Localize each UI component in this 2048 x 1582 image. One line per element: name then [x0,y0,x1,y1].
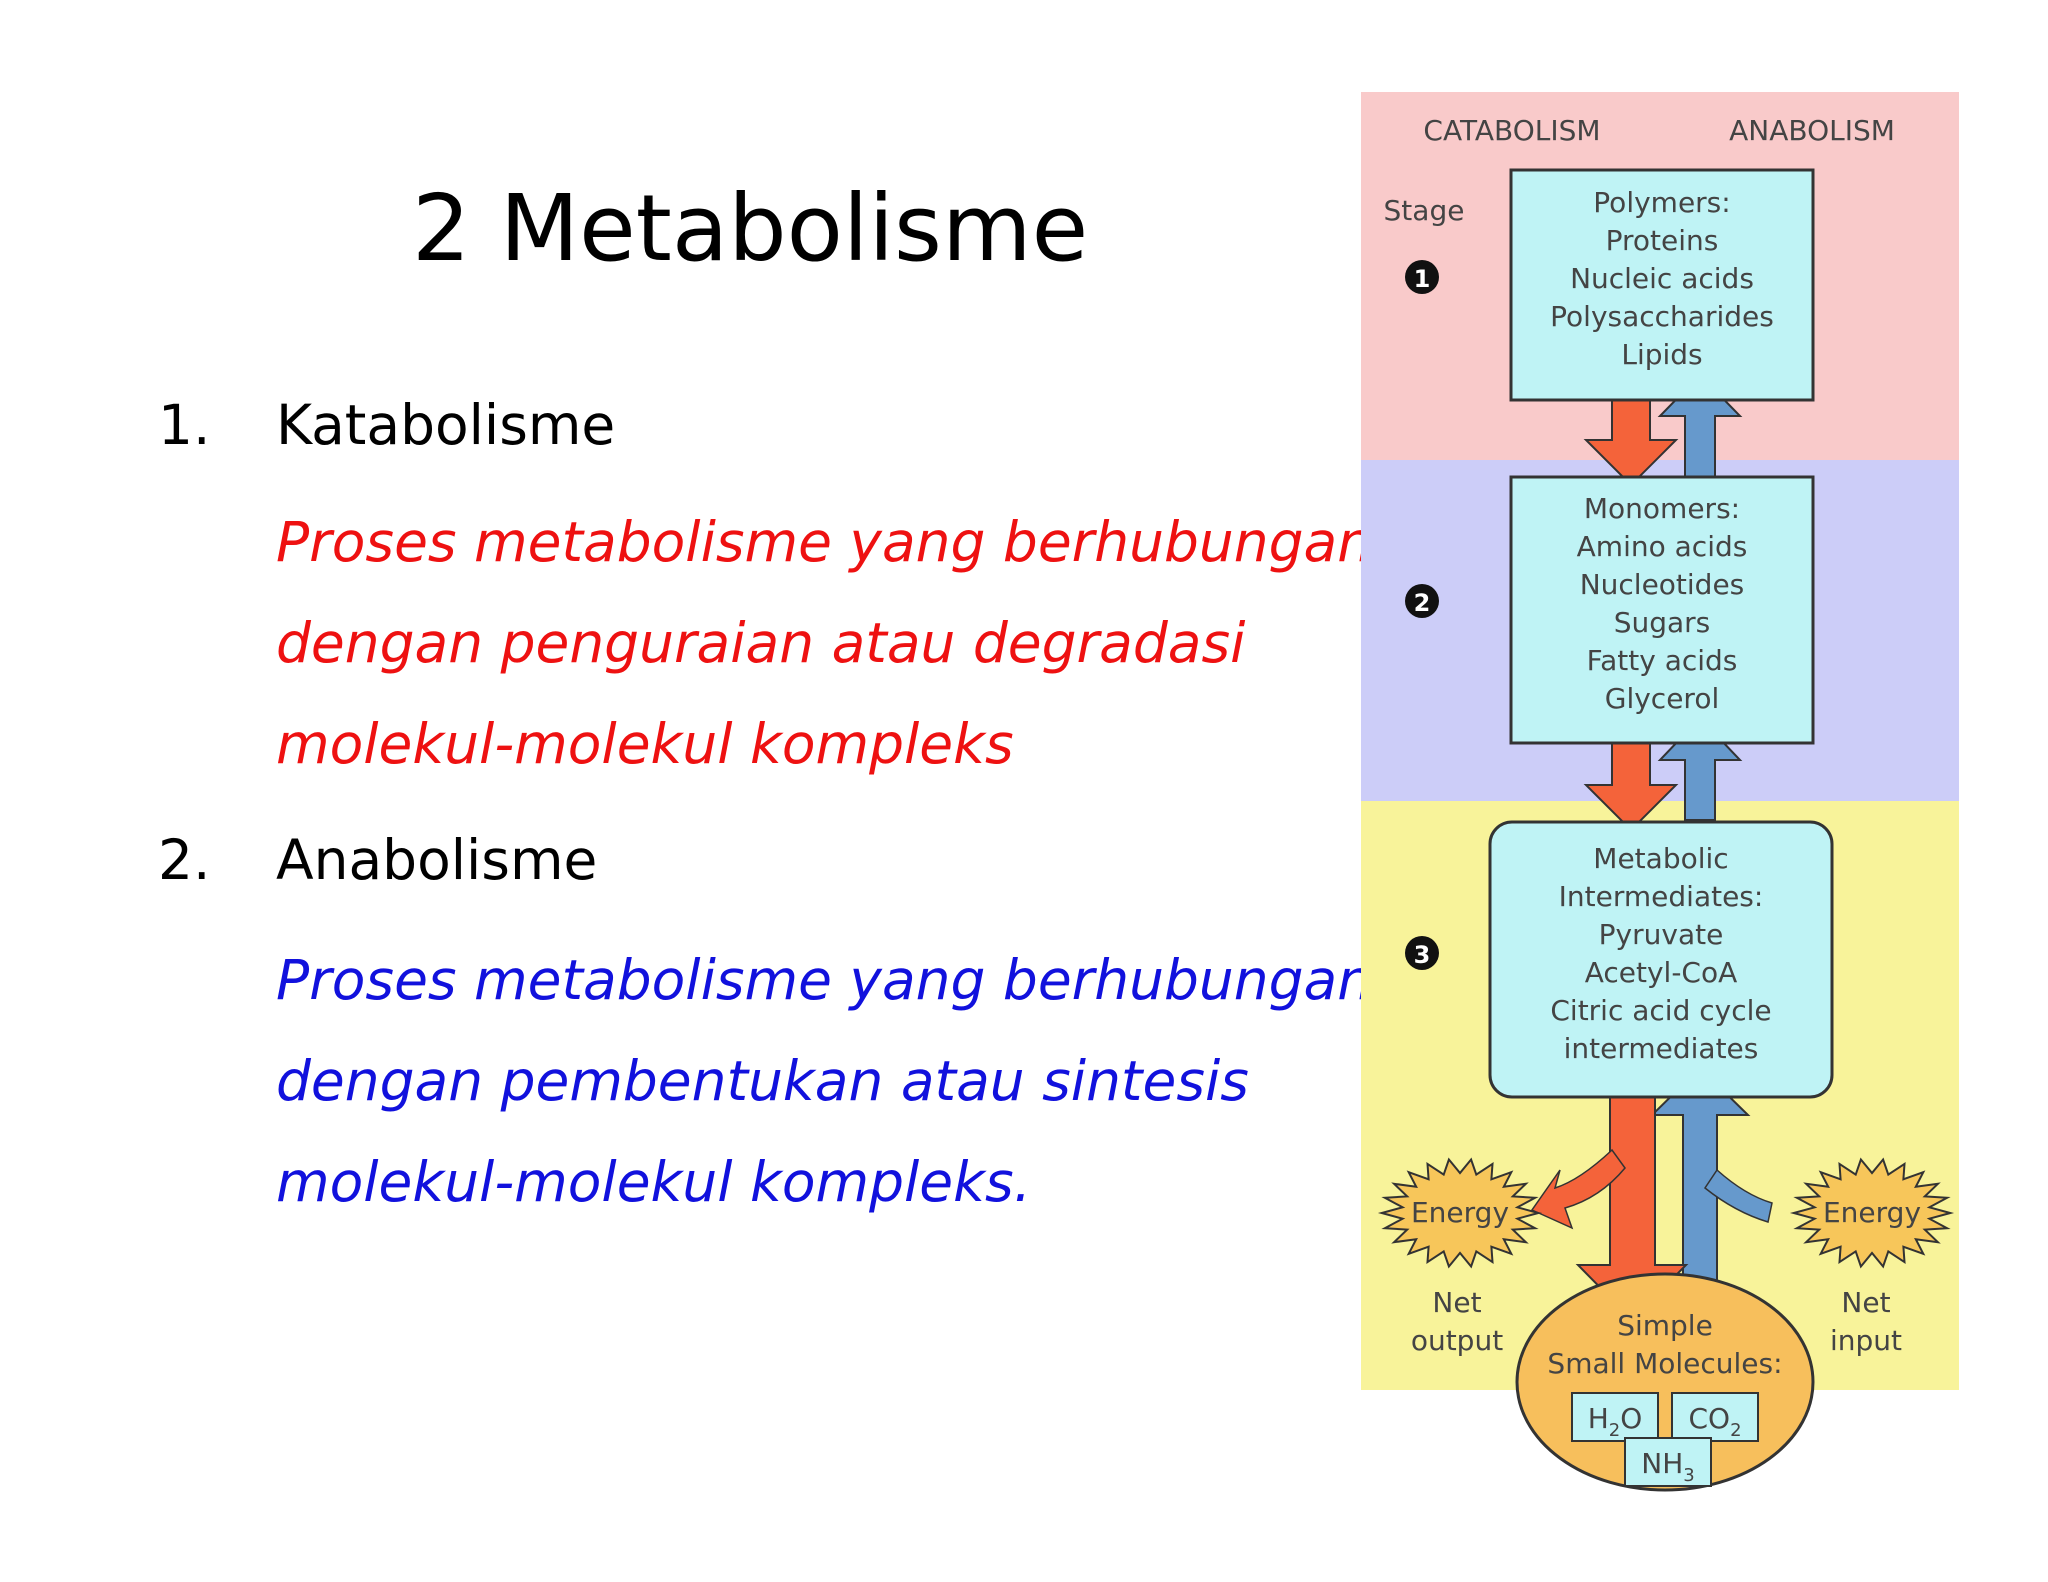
svg-text:CO2: CO2 [1688,1402,1741,1441]
svg-text:Nucleotides: Nucleotides [1580,568,1745,601]
monomers-box [1509,475,1815,745]
svg-text:Acetyl-CoA: Acetyl-CoA [1585,956,1738,989]
definition-line: molekul-molekul kompleks. [276,1150,1032,1214]
svg-text:Lipids: Lipids [1621,338,1702,371]
svg-text:Amino acids: Amino acids [1577,530,1748,563]
svg-text:input: input [1830,1324,1902,1357]
svg-text:Citric acid cycle: Citric acid cycle [1550,994,1771,1027]
svg-text:Metabolic: Metabolic [1593,842,1728,875]
svg-text:Glycerol: Glycerol [1605,682,1719,715]
definition-line: dengan penguraian atau degradasi [276,611,1246,675]
svg-text:Polysaccharides: Polysaccharides [1550,300,1774,333]
svg-text:1: 1 [1414,265,1431,293]
net-output-label: Net output [1411,1286,1503,1357]
energy-input-arrow [1703,1168,1773,1223]
co2-molecule-box: CO2 [1671,1392,1759,1442]
svg-text:H2O: H2O [1588,1402,1643,1441]
energy-input-sun: Energy [1789,1157,1955,1269]
nh3-molecule-box: NH3 [1624,1437,1712,1487]
definition-line: molekul-molekul kompleks [276,712,1014,776]
definition-anabolisme: Proses metabolisme yang berhubungan deng… [276,930,1376,1233]
monomers-text: Monomers: Amino acids Nucleotides Sugars… [1577,492,1748,715]
svg-text:Polymers:: Polymers: [1593,186,1730,219]
simple-label: Simple [1617,1309,1713,1342]
svg-text:output: output [1411,1324,1503,1357]
catabolic-arrow-1 [1583,399,1679,487]
stage-label: Stage [1384,194,1465,227]
definition-line: Proses metabolisme yang berhubungan [276,510,1373,574]
stage-2-marker: 2 [1405,584,1439,618]
list-number-2: 2. [158,828,211,892]
definition-line: Proses metabolisme yang berhubungan [276,948,1373,1012]
stage-1-marker: 1 [1405,260,1439,294]
energy-output-arrow [1530,1148,1626,1230]
small-molecules-label: Small Molecules: [1547,1347,1782,1380]
polymers-text: Polymers: Proteins Nucleic acids Polysac… [1550,186,1774,371]
stage-3-marker: 3 [1405,936,1439,970]
svg-text:Net: Net [1432,1286,1481,1319]
polymers-box [1509,168,1815,402]
svg-text:Fatty acids: Fatty acids [1587,644,1738,677]
definition-katabolisme: Proses metabolisme yang berhubungan deng… [276,492,1376,795]
svg-text:Net: Net [1841,1286,1890,1319]
energy-output-sun: Energy [1377,1157,1543,1269]
item-heading-anabolisme: Anabolisme [276,828,598,892]
svg-text:intermediates: intermediates [1564,1032,1759,1065]
catabolic-arrow-2 [1583,739,1679,832]
intermediates-box [1488,820,1834,1099]
svg-text:Proteins: Proteins [1606,224,1719,257]
svg-text:3: 3 [1414,941,1431,969]
intermediates-text: Metabolic Intermediates: Pyruvate Acetyl… [1550,842,1771,1065]
definition-line: dengan pembentukan atau sintesis [276,1049,1249,1113]
slide-title: 2 Metabolisme [412,175,1089,282]
net-input-label: Net input [1830,1286,1902,1357]
svg-text:Pyruvate: Pyruvate [1599,918,1724,951]
svg-text:Sugars: Sugars [1614,606,1711,639]
anabolism-label: ANABOLISM [1729,114,1895,147]
svg-text:Energy: Energy [1823,1196,1921,1229]
svg-text:Nucleic acids: Nucleic acids [1570,262,1754,295]
svg-text:2: 2 [1414,589,1431,617]
list-number-1: 1. [158,393,211,457]
svg-text:Energy: Energy [1411,1196,1509,1229]
svg-text:Monomers:: Monomers: [1584,492,1740,525]
svg-text:NH3: NH3 [1641,1447,1694,1486]
water-molecule-box: H2O [1571,1392,1659,1442]
item-heading-katabolisme: Katabolisme [276,393,616,457]
svg-text:Intermediates:: Intermediates: [1559,880,1764,913]
catabolism-label: CATABOLISM [1423,114,1600,147]
